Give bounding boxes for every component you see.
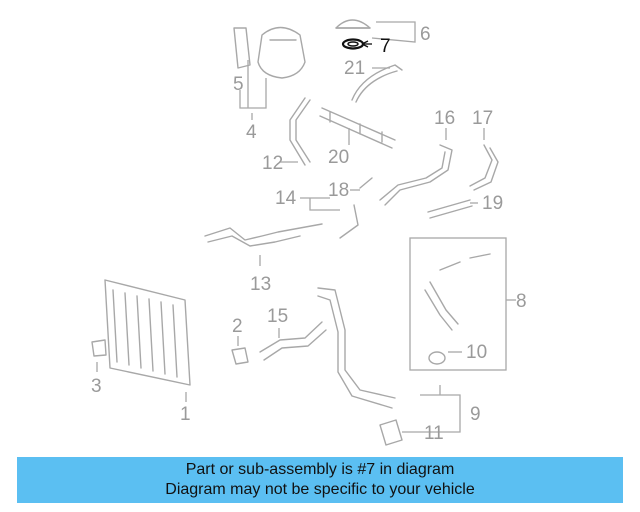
part-20-rail xyxy=(319,107,396,149)
callout-2: 2 xyxy=(232,316,243,337)
leader-lines xyxy=(96,21,516,433)
part-12-hose xyxy=(289,97,306,166)
part-18-connector xyxy=(339,177,373,239)
callout-20: 20 xyxy=(328,147,349,168)
part-15-hose xyxy=(259,321,327,361)
part-11-fitting xyxy=(379,419,403,446)
callout-10: 10 xyxy=(466,342,487,363)
part-8-group-box xyxy=(409,237,507,371)
part-16-hose xyxy=(384,144,453,206)
callout-9: 9 xyxy=(470,404,481,425)
part-5-bracket xyxy=(233,27,251,69)
callout-12: 12 xyxy=(262,153,283,174)
part-2-bracket xyxy=(231,347,249,365)
part-21-hose xyxy=(351,64,403,101)
callout-17: 17 xyxy=(472,108,493,129)
banner-line-2: Diagram may not be specific to your vehi… xyxy=(165,481,475,498)
callout-4: 4 xyxy=(246,122,257,143)
part-7-seal-ring[interactable] xyxy=(341,38,365,50)
part-13-harness xyxy=(204,223,323,247)
callout-7[interactable]: 7 xyxy=(380,36,391,57)
part-6-cap xyxy=(335,19,371,29)
callout-21: 21 xyxy=(344,58,365,79)
callout-1: 1 xyxy=(180,404,191,425)
callout-3: 3 xyxy=(91,376,102,397)
part-19-pipe xyxy=(427,199,473,219)
part-10-fitting xyxy=(428,351,446,365)
part-3-bracket xyxy=(91,339,107,357)
callout-15: 15 xyxy=(267,306,288,327)
parts-diagram: 1 2 3 4 5 6 7 8 9 10 11 12 13 14 15 16 1… xyxy=(91,19,527,446)
info-banner: Part or sub-assembly is #7 in diagram Di… xyxy=(17,457,623,503)
callout-11: 11 xyxy=(424,423,444,444)
part-17-hose xyxy=(469,144,493,187)
callout-5: 5 xyxy=(233,74,244,95)
callout-14: 14 xyxy=(275,188,297,209)
callout-6: 6 xyxy=(420,24,431,45)
banner-line-1: Part or sub-assembly is #7 in diagram xyxy=(185,461,455,478)
callout-16: 16 xyxy=(434,108,455,129)
part-8-hose xyxy=(424,253,491,331)
part-9-hose xyxy=(317,287,396,409)
coolant-reservoir xyxy=(257,26,306,79)
part-1-radiator xyxy=(104,279,191,386)
callout-13: 13 xyxy=(250,274,271,295)
callout-19: 19 xyxy=(482,193,503,214)
callout-8: 8 xyxy=(516,291,527,312)
callout-18: 18 xyxy=(328,180,349,201)
